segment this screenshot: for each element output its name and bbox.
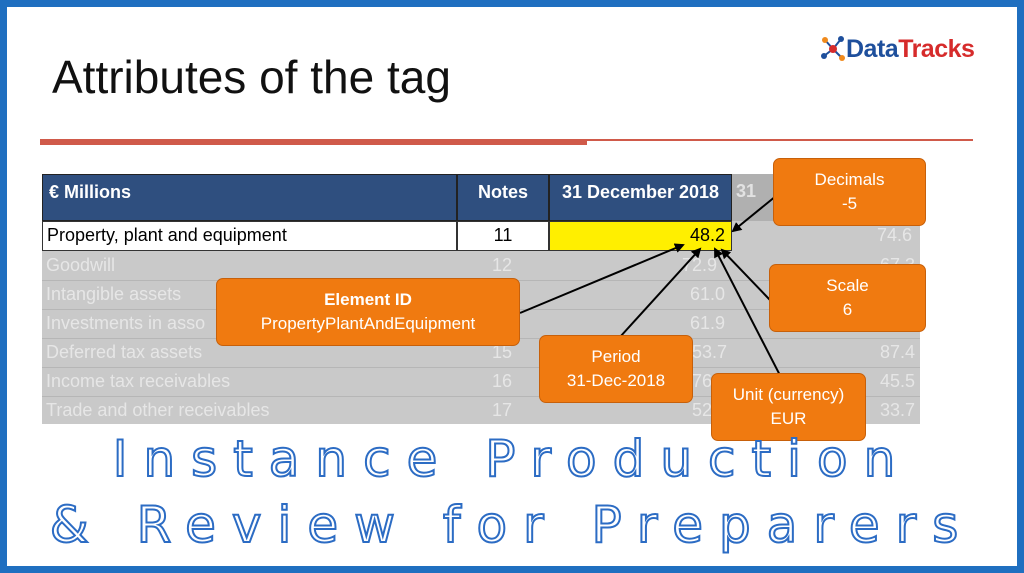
faded-row-prior: 45.5 — [880, 371, 916, 391]
callout-scale-title: Scale — [826, 276, 869, 295]
header-notes: Notes — [457, 174, 549, 221]
faded-row-label: Goodwill — [46, 255, 116, 275]
callout-unit-title: Unit (currency) — [732, 385, 845, 404]
logo-text-data: Data — [846, 34, 899, 63]
faded-row-prior: 33.7 — [880, 400, 916, 420]
callout-scale: Scale 6 — [769, 264, 926, 332]
title-underline-thick — [40, 139, 587, 145]
logo-text: DataTracks — [846, 34, 975, 64]
logo-text-tracks: Tracks — [898, 34, 975, 63]
callout-element-id: Element ID PropertyPlantAndEquipment — [216, 278, 520, 346]
row-divider — [42, 396, 920, 397]
faded-row-prior: 87.4 — [880, 342, 916, 362]
faded-row-current: 76 — [692, 371, 713, 391]
highlighted-value-cell: 48.2 — [549, 221, 732, 251]
faded-row-label: Income tax receivables — [46, 371, 231, 391]
faded-row-note: 12 — [492, 255, 513, 275]
faded-row-note: 15 — [492, 342, 513, 362]
faded-row-label: Investments in asso — [46, 313, 206, 333]
banner-line-2: & Review for Preparers — [49, 495, 975, 555]
callout-period-title: Period — [591, 347, 641, 366]
row-note-ppe: 11 — [457, 221, 549, 251]
header-millions: € Millions — [42, 174, 457, 221]
header-current-period: 31 December 2018 — [549, 174, 732, 221]
callout-decimals-title: Decimals — [814, 170, 885, 189]
row-label-ppe: Property, plant and equipment — [42, 221, 457, 251]
faded-row-label: Intangible assets — [46, 284, 182, 304]
callout-scale-value: 6 — [842, 300, 853, 319]
faded-row-label: Deferred tax assets — [46, 342, 203, 362]
title-underline-thin — [587, 139, 973, 141]
faded-row-label: Trade and other receivables — [46, 400, 270, 420]
callout-period-value: 31-Dec-2018 — [566, 371, 666, 390]
callout-decimals-value: -5 — [841, 194, 858, 213]
datatracks-logo: DataTracks — [820, 34, 975, 64]
slide-title: Attributes of the tag — [52, 51, 451, 103]
faded-row-note: 16 — [492, 371, 513, 391]
callout-element-id-title: Element ID — [324, 290, 412, 309]
callout-unit-value: EUR — [770, 409, 807, 428]
faded-row-current: 53.7 — [692, 342, 728, 362]
callout-unit: Unit (currency) EUR — [711, 373, 866, 441]
row-divider — [42, 367, 920, 368]
prior-value-ppe: 74.6 — [876, 225, 912, 245]
callout-period: Period 31-Dec-2018 — [539, 335, 693, 403]
callout-element-id-value: PropertyPlantAndEquipment — [260, 314, 476, 333]
faded-row-current: 61.9 — [690, 313, 726, 333]
banner-line-1: Instance Production — [112, 429, 912, 489]
faded-row-current: 61.0 — [690, 284, 726, 304]
faded-row-current: 72.9 — [682, 255, 718, 275]
molecule-icon — [821, 36, 845, 61]
faded-row-current: 52 — [692, 400, 713, 420]
callout-decimals: Decimals -5 — [773, 158, 926, 226]
faded-row-note: 17 — [492, 400, 513, 420]
